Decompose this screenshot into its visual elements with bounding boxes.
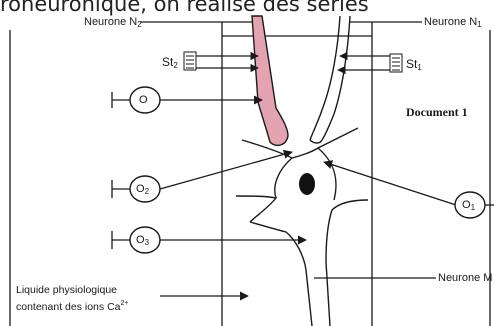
label-neurone-n1: Neurone N1 xyxy=(424,16,482,31)
oscilloscope-o-icon xyxy=(112,87,160,113)
neuron-m-body xyxy=(236,128,368,326)
stimulator-st2-wires xyxy=(196,56,258,68)
stimulator-st1-icon xyxy=(390,54,402,72)
label-liquid-line1: Liquide physiologique xyxy=(16,284,117,296)
label-oscilloscope-o2: O2 xyxy=(136,183,149,198)
label-liquid-line2: contenant des ions Ca2+ xyxy=(16,298,128,313)
neuron-m-nucleus xyxy=(299,173,315,195)
neuron-n1-axon xyxy=(310,16,350,140)
label-oscilloscope-o3: O3 xyxy=(136,234,149,249)
label-neurone-n2: Neurone N2 xyxy=(84,16,142,31)
label-oscilloscope-o: O xyxy=(139,94,148,109)
document-label: Document 1 xyxy=(406,105,468,120)
label-neurone-m: Neurone M xyxy=(438,272,492,284)
label-oscilloscope-o1: O1 xyxy=(462,199,475,214)
header-text: ronéuronique, on réalise des séries xyxy=(0,0,369,16)
stimulator-st2-icon xyxy=(184,52,196,70)
label-st1: St1 xyxy=(406,58,422,74)
label-st2: St2 xyxy=(162,56,178,72)
